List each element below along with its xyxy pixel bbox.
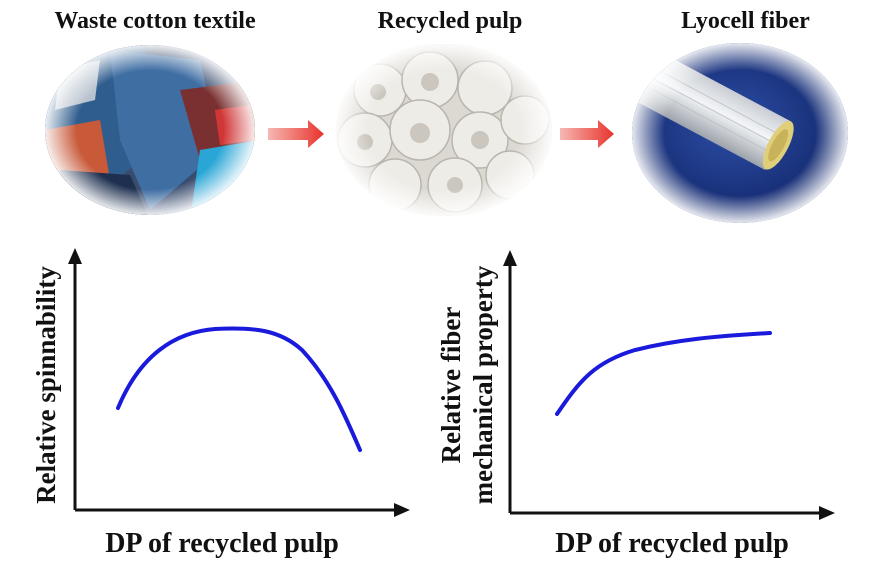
arrow-right-icon [560,120,614,148]
series-line [116,326,362,452]
y-axis-label-line-2: mechanical property [468,265,498,504]
x-axis-arrow-icon [819,506,835,520]
arrow-right-icon [268,120,324,148]
stage-label-lyocell-fiber: Lyocell fiber [681,8,810,34]
x-axis-label: DP of recycled pulp [105,528,339,559]
series-line [555,331,772,416]
y-axis-arrow-icon [503,250,517,266]
chart-spinnability: DP of recycled pulp Relative spinnabilit… [31,248,410,559]
y-axis-label-line-1: Relative fiber [436,307,466,464]
chart-mechanical-property: DP of recycled pulp Relative fiber mecha… [436,250,835,559]
y-axis-label: Relative spinnability [31,266,61,504]
stage-label-recycled-pulp: Recycled pulp [377,8,523,34]
x-axis-label: DP of recycled pulp [555,528,789,559]
stage-label-waste-textile: Waste cotton textile [54,8,256,34]
process-flow [45,43,848,223]
x-axis-arrow-icon [394,503,410,517]
y-axis-arrow-icon [68,248,82,264]
